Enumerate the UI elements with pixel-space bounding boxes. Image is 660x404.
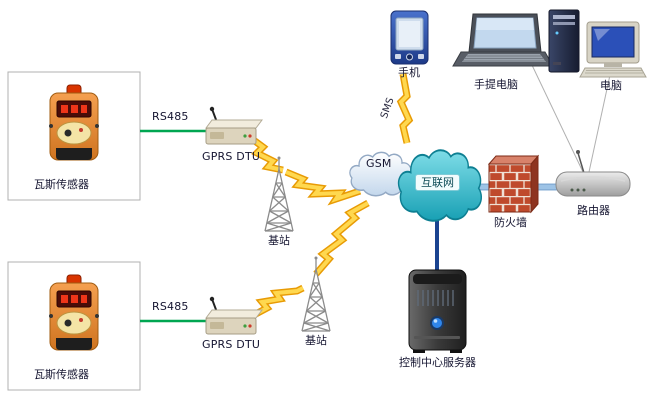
base-station-label-top: 基站 [268,234,290,247]
firewall-icon [487,154,540,214]
router-label: 路由器 [577,204,610,217]
server-icon [408,269,467,353]
base-station-label-bottom: 基站 [305,334,327,347]
lightning-bolt-dtu1-base1 [245,133,284,174]
desktop-label: 电脑 [600,79,622,92]
firewall-label: 防火墙 [494,216,527,229]
rs485-label-bottom: RS485 [152,300,189,313]
phone-label: 手机 [398,66,420,79]
gas-sensor-icon-top [48,84,100,161]
gas-sensor-icon-bottom [48,274,100,351]
gprs-dtu-icon-bottom [205,295,263,335]
server-label: 控制中心服务器 [399,356,476,369]
gsm-cloud-label: GSM [366,157,392,170]
gprs-dtu-icon-top [205,105,263,145]
router-uplink-line-laptop [530,62,584,173]
gprs-dtu-label-top: GPRS DTU [202,150,261,163]
lightning-bolt-base1-gsm [284,168,362,206]
laptop-label: 手提电脑 [474,78,518,91]
rs485-label-top: RS485 [152,110,189,123]
laptop-icon [452,13,554,67]
desktop-computer-icon [548,9,647,78]
lightning-bolt-gsm-phone-sms [396,73,414,144]
router-uplink-line-desktop [588,74,611,173]
gas-sensor-label-bottom: 瓦斯传感器 [34,368,89,381]
gprs-dtu-label-bottom: GPRS DTU [202,338,261,351]
router-icon [555,150,631,197]
lightning-bolt-dtu2-base2 [250,284,305,320]
pda-phone-icon [390,10,429,65]
internet-cloud-label: 互联网 [415,174,460,191]
lightning-bolt-base2-gsm [313,199,370,277]
gas-sensor-label-top: 瓦斯传感器 [34,178,89,191]
